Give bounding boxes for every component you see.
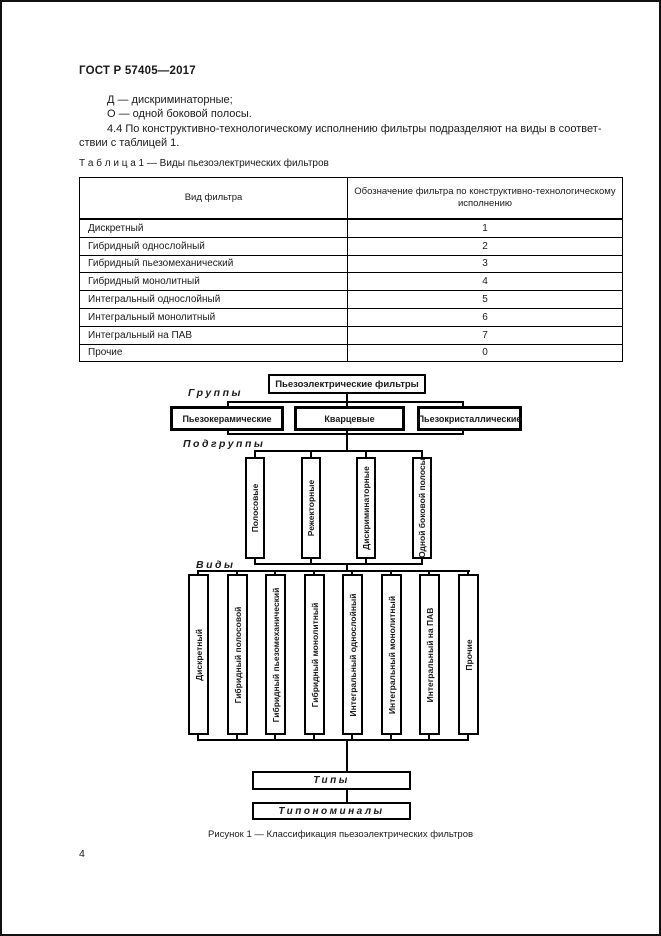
group-node: Пьезокерамические [170, 406, 284, 431]
filter-code-cell: 6 [347, 308, 623, 327]
connector-line [390, 735, 392, 739]
filter-code-cell: 3 [347, 255, 623, 274]
kind-node: Гибридный пьезомеханический [265, 574, 286, 735]
connector-line [346, 741, 348, 771]
level-label-groups: Группы [188, 387, 243, 399]
connector-line [236, 735, 238, 739]
table-row: Прочие 0 [79, 344, 623, 362]
subgroup-node: Полосовые [245, 457, 265, 559]
filter-code-cell: 1 [347, 219, 623, 238]
connector-line [421, 559, 423, 563]
group-node: Пьезокристаллические [417, 406, 522, 431]
kind-node: Прочие [458, 574, 479, 735]
connector-line [351, 735, 353, 739]
kind-node: Гибридный полосовой [227, 574, 248, 735]
connector-line [428, 572, 430, 575]
clause-4-4-line1: 4.4 По конструктивно-технологическому ис… [107, 123, 602, 135]
kind-node: Интегральный однослойный [342, 574, 363, 735]
root-node: Пьезоэлектрические фильтры [268, 374, 426, 394]
connector-line [274, 572, 276, 575]
table-title: Т а б л и ц а 1 — Виды пьезоэлектрически… [79, 158, 329, 169]
filter-name-cell: Гибридный однослойный [79, 237, 348, 256]
filter-code-cell: 4 [347, 272, 623, 292]
connector-line [274, 735, 276, 739]
filter-name-cell: Интегральный однослойный [79, 290, 348, 309]
connector-line [254, 450, 423, 452]
figure-caption: Рисунок 1 — Классификация пьезоэлектриче… [208, 829, 474, 840]
filter-name-cell: Гибридный пьезомеханический [79, 255, 348, 274]
kind-node: Интегральный на ПАВ [419, 574, 440, 735]
filter-code-cell: 5 [347, 290, 623, 309]
connector-line [254, 559, 256, 563]
filter-types-table: Вид фильтра Обозначение фильтра по конст… [79, 177, 623, 363]
connector-line [390, 572, 392, 575]
connector-line [313, 735, 315, 739]
list-item-o: О — одной боковой полосы. [107, 108, 252, 120]
connector-line [254, 452, 256, 457]
connector-line [197, 735, 199, 739]
filter-code-cell: 2 [347, 237, 623, 256]
connector-line [313, 572, 315, 575]
filter-name-cell: Прочие [79, 344, 348, 362]
connector-line [428, 735, 430, 739]
filter-name-cell: Интегральный на ПАВ [79, 326, 348, 345]
connector-line [365, 559, 367, 563]
subgroup-node: Режекторные [301, 457, 321, 559]
typenominals-node: Типономиналы [252, 802, 411, 820]
list-item-d: Д — дискриминаторные; [107, 94, 233, 106]
kind-node: Дискретный [188, 574, 209, 735]
types-node: Типы [252, 771, 411, 790]
connector-line [346, 565, 348, 570]
page-number: 4 [79, 848, 85, 860]
filter-code-cell: 7 [347, 326, 623, 345]
connector-line [467, 735, 469, 739]
col-header-filter-type: Вид фильтра [79, 177, 348, 220]
connector-line [365, 452, 367, 457]
connector-line [467, 572, 469, 575]
clause-4-4-line2: ствии с таблицей 1. [79, 137, 180, 149]
connector-line [197, 572, 199, 575]
level-label-subgroups: Подгруппы [183, 438, 266, 450]
classification-diagram: Пьезоэлектрические фильтры Группы Пьезок… [2, 372, 659, 842]
doc-header: ГОСТ Р 57405—2017 [79, 65, 196, 77]
filter-code-cell: 0 [482, 347, 488, 359]
kind-node: Гибридный монолитный [304, 574, 325, 735]
kind-node: Интегральный монолитный [381, 574, 402, 735]
filter-name-cell: Дискретный [79, 219, 348, 238]
connector-line [310, 452, 312, 457]
connector-line [421, 452, 423, 457]
group-node: Кварцевые [294, 406, 405, 431]
connector-line [197, 570, 470, 572]
connector-line [351, 572, 353, 575]
connector-line [310, 559, 312, 563]
subgroup-node: Одной боковой полосы [412, 457, 432, 559]
connector-line [346, 790, 348, 802]
filter-name-cell: Интегральный монолитный [79, 308, 348, 327]
col-header-designation: Обозначение фильтра по конструктивно-тех… [347, 177, 623, 220]
subgroup-node: Дискриминаторные [356, 457, 376, 559]
level-label-kinds: Виды [196, 559, 236, 571]
connector-line [254, 563, 423, 565]
table-header-row: Вид фильтра Обозначение фильтра по конст… [79, 177, 623, 220]
connector-line [236, 572, 238, 575]
connector-line [197, 739, 469, 741]
filter-name-cell: Гибридный монолитный [79, 272, 348, 292]
